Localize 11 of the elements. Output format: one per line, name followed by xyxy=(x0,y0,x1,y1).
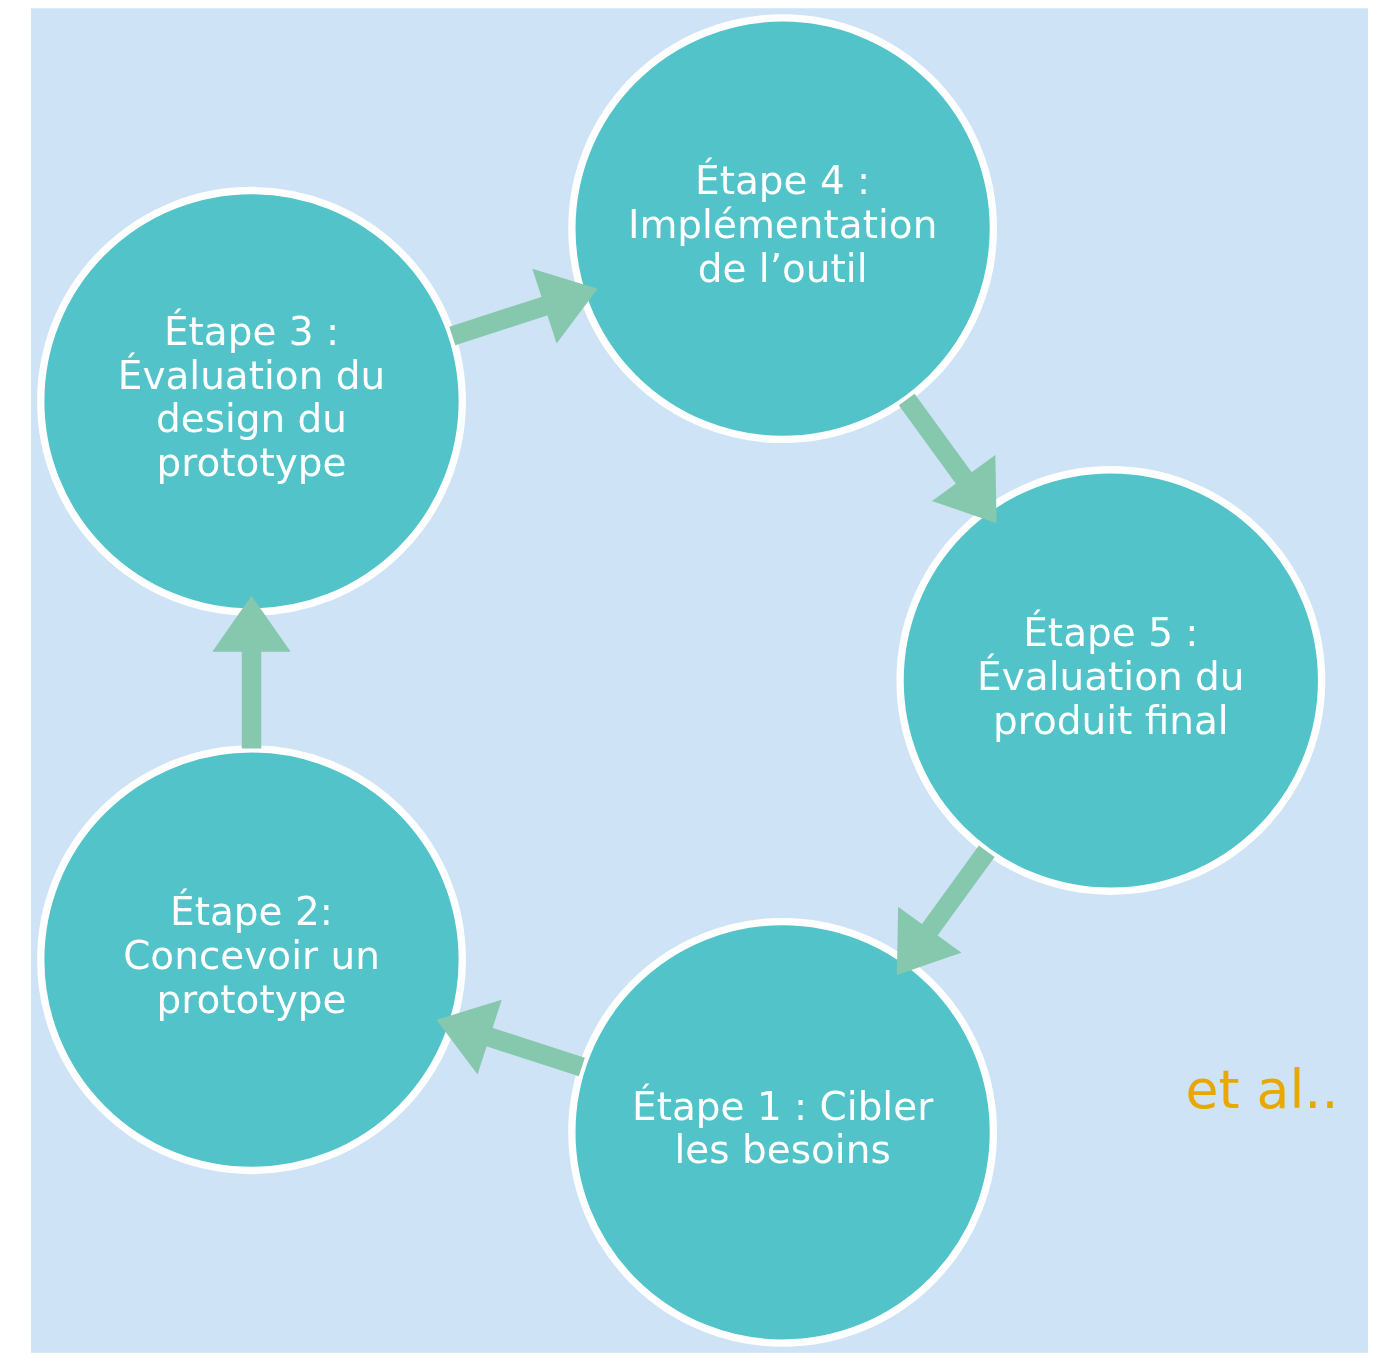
arrow xyxy=(212,595,291,749)
arrow xyxy=(896,845,995,975)
label: et al.. xyxy=(1185,1058,1339,1122)
node-circle: Étape 4 : Implémentation de l’outil xyxy=(568,14,998,444)
node-circle: Étape 3 : Évaluation du design du prototype xyxy=(37,186,466,616)
node-circle: Étape 1 : Cibler les besoins xyxy=(568,917,998,1347)
node-circle: Étape 5 : Évaluation du produit final xyxy=(896,466,1326,895)
node-circle: Étape 2: Concevoir un prototype xyxy=(37,745,466,1175)
arrow xyxy=(898,393,997,524)
arrow xyxy=(436,999,585,1077)
arrow xyxy=(449,268,598,346)
